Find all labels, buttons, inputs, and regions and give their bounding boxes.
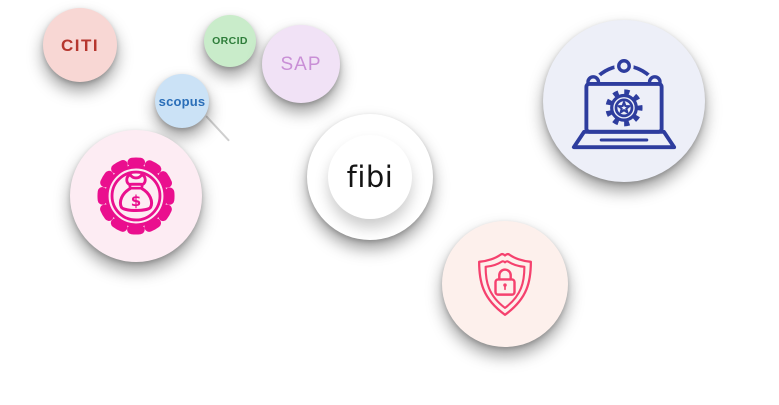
node-fibi: fibi bbox=[307, 114, 433, 240]
node-security bbox=[442, 221, 568, 347]
money-bag-gear-icon: $ bbox=[97, 157, 175, 235]
orcid-label: ORCID bbox=[212, 34, 248, 47]
node-scopus: scopus bbox=[155, 74, 209, 128]
node-orcid: ORCID bbox=[204, 15, 256, 67]
node-citi: CITI bbox=[43, 8, 117, 82]
scopus-connector-line bbox=[205, 115, 230, 142]
fibi-inner-circle: fibi bbox=[328, 135, 412, 219]
shield-lock-icon bbox=[478, 252, 532, 316]
citi-label: CITI bbox=[60, 35, 100, 55]
node-system bbox=[543, 20, 705, 182]
laptop-gear-network-icon bbox=[571, 56, 677, 150]
scopus-label: scopus bbox=[158, 93, 206, 109]
fibi-label: fibi bbox=[346, 159, 394, 194]
sap-label: SAP bbox=[280, 53, 322, 75]
dollar-sign: $ bbox=[131, 192, 141, 210]
node-funding: $ bbox=[70, 130, 202, 262]
node-sap: SAP bbox=[262, 25, 340, 103]
